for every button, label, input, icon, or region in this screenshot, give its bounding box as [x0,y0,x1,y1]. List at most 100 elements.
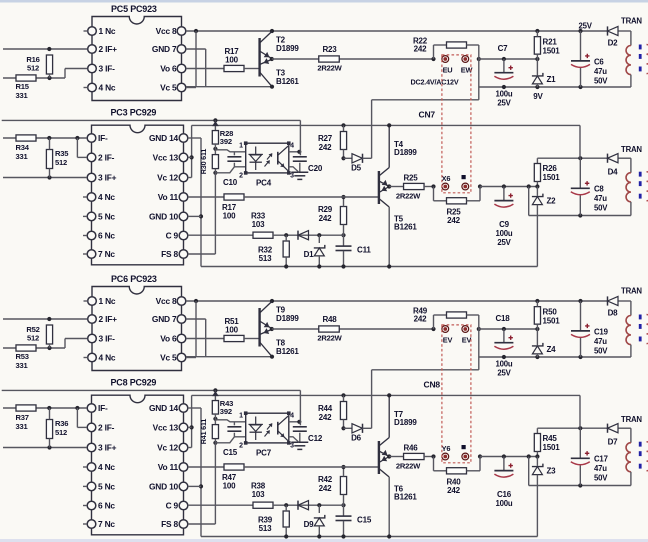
svg-text:Z1: Z1 [547,75,557,84]
svg-text:50V: 50V [594,474,608,483]
svg-text:Z4: Z4 [547,345,557,354]
svg-text:392: 392 [220,137,232,146]
svg-text:100: 100 [223,482,236,491]
svg-text:R15: R15 [16,82,30,91]
svg-text:2R22W: 2R22W [396,462,421,471]
svg-text:2 IF-: 2 IF- [98,422,115,432]
svg-text:4 Nc: 4 Nc [99,83,116,93]
svg-text:GND 10: GND 10 [149,481,179,491]
svg-text:R38: R38 [251,482,266,491]
svg-text:5 Nc: 5 Nc [98,211,115,221]
svg-text:R16: R16 [26,55,39,64]
svg-text:100u: 100u [496,229,513,238]
svg-text:R46: R46 [403,444,418,453]
svg-text:242: 242 [414,45,427,54]
svg-text:C19: C19 [594,328,609,337]
svg-text:47u: 47u [594,194,607,203]
svg-text:Vc 5: Vc 5 [160,83,177,93]
svg-text:25V: 25V [497,238,511,247]
svg-text:5 Nc: 5 Nc [98,481,115,491]
svg-text:T7: T7 [394,410,404,419]
svg-text:PC7: PC7 [256,449,272,458]
svg-text:B1261: B1261 [276,347,299,356]
svg-text:R37: R37 [16,413,29,422]
svg-text:100u: 100u [496,499,513,508]
svg-text:1501: 1501 [543,443,561,452]
svg-text:R44: R44 [318,404,333,413]
svg-text:C18: C18 [495,314,510,323]
svg-text:C8: C8 [594,185,604,194]
svg-text:Vo 11: Vo 11 [158,192,179,202]
svg-text:242: 242 [447,216,460,225]
svg-text:C15: C15 [357,516,372,525]
svg-text:392: 392 [220,407,232,416]
svg-text:PC4: PC4 [256,179,272,188]
svg-text:4: 4 [290,412,294,419]
svg-text:242: 242 [447,486,460,495]
svg-text:R47: R47 [222,473,237,482]
svg-text:2 IF-: 2 IF- [98,152,115,162]
svg-text:1501: 1501 [543,173,561,182]
svg-text:100u: 100u [496,360,513,369]
svg-text:2 IF+: 2 IF+ [99,44,118,54]
svg-text:2: 2 [239,442,243,449]
svg-text:103: 103 [252,490,265,499]
svg-text:4 Nc: 4 Nc [98,462,115,472]
svg-text:Vcc 13: Vcc 13 [153,422,179,432]
svg-text:R28: R28 [220,129,233,138]
svg-text:FS 8: FS 8 [161,519,178,529]
svg-text:512: 512 [27,64,39,73]
svg-text:R53: R53 [16,352,29,361]
svg-text:Vcc 13: Vcc 13 [153,152,179,162]
svg-text:IF-: IF- [98,403,108,413]
svg-text:R21: R21 [543,38,558,47]
svg-text:100u: 100u [496,90,513,99]
svg-text:242: 242 [319,143,332,152]
svg-text:4 Nc: 4 Nc [99,353,116,363]
svg-text:242: 242 [414,315,427,324]
svg-text:EU: EU [443,66,453,75]
svg-text:T8: T8 [276,339,286,348]
svg-text:1: 1 [239,142,243,149]
svg-text:C 9: C 9 [166,501,179,511]
svg-text:D5: D5 [351,164,362,173]
svg-text:2: 2 [239,172,243,179]
svg-text:R36: R36 [55,419,68,428]
svg-text:242: 242 [319,484,332,493]
svg-text:25V: 25V [497,99,511,108]
svg-text:C6: C6 [594,58,604,67]
svg-text:1: 1 [239,412,243,419]
svg-text:D6: D6 [351,434,362,443]
svg-text:C15: C15 [223,448,238,457]
svg-text:D1899: D1899 [394,418,417,427]
svg-text:R51: R51 [224,317,239,326]
svg-text:R23: R23 [322,45,337,54]
svg-text:Y6: Y6 [442,444,451,453]
svg-text:1 Nc: 1 Nc [99,296,116,306]
svg-text:Vc 12: Vc 12 [157,173,178,183]
svg-text:100: 100 [223,212,236,221]
svg-text:C9: C9 [499,220,510,229]
svg-text:3: 3 [290,442,294,449]
svg-text:DC2.4V/AC12V: DC2.4V/AC12V [411,78,459,87]
svg-text:2 IF+: 2 IF+ [99,314,118,324]
svg-text:512: 512 [55,158,67,167]
svg-text:Vo 6: Vo 6 [160,334,177,344]
svg-text:PC8 PC929: PC8 PC929 [111,378,157,388]
svg-text:7 Nc: 7 Nc [98,249,115,259]
svg-text:2R22W: 2R22W [317,334,342,343]
svg-text:100: 100 [225,326,238,335]
svg-text:B1261: B1261 [276,77,299,86]
svg-text:3 IF-: 3 IF- [99,64,116,74]
svg-text:25V: 25V [579,22,593,31]
svg-text:EW: EW [461,66,473,75]
svg-text:D1899: D1899 [394,148,417,157]
svg-text:242: 242 [319,214,332,223]
svg-text:D7: D7 [608,438,619,447]
svg-text:EV: EV [443,336,453,345]
svg-text:512: 512 [55,428,67,437]
svg-text:R52: R52 [26,325,39,334]
svg-text:B1261: B1261 [394,493,417,502]
svg-text:R48: R48 [322,315,337,324]
svg-text:B1261: B1261 [394,223,417,232]
